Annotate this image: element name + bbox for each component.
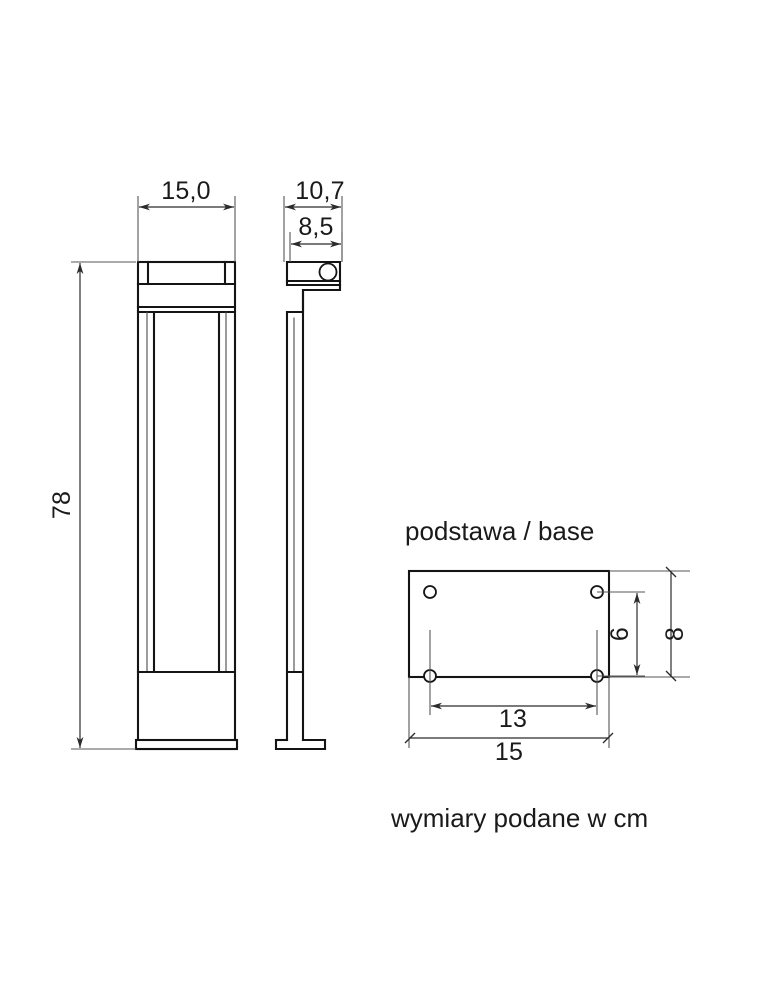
side-depth-dim-label: 10,7 xyxy=(295,177,344,205)
side-inner-dim-label: 8,5 xyxy=(298,213,333,241)
base-plate-outline xyxy=(407,569,611,679)
base-hole-y-dim-label: 6 xyxy=(606,627,634,641)
base-view-caption: podstawa / base xyxy=(405,516,594,546)
front-height-dim-label: 78 xyxy=(48,491,76,519)
front-body-outline xyxy=(136,260,237,751)
base-width-dim-label: 15 xyxy=(495,738,523,766)
side-shoulder-profile xyxy=(285,283,342,314)
front-base-plate xyxy=(134,738,239,751)
base-height-dim-label: 8 xyxy=(661,627,689,641)
base-hole-top-left xyxy=(423,585,437,599)
units-note: wymiary podane w cm xyxy=(390,803,648,833)
base-hole-x-dim-label: 13 xyxy=(499,705,527,733)
base-plan-view: podstawa / base 6 8 13 xyxy=(404,516,690,766)
side-hinge-circle xyxy=(318,262,338,282)
front-elevation-view: 15,0 78 xyxy=(48,177,239,751)
side-elevation-view: 10,7 8,5 xyxy=(274,177,345,751)
front-width-dim-label: 15,0 xyxy=(161,177,210,205)
side-base-plate xyxy=(274,738,327,751)
